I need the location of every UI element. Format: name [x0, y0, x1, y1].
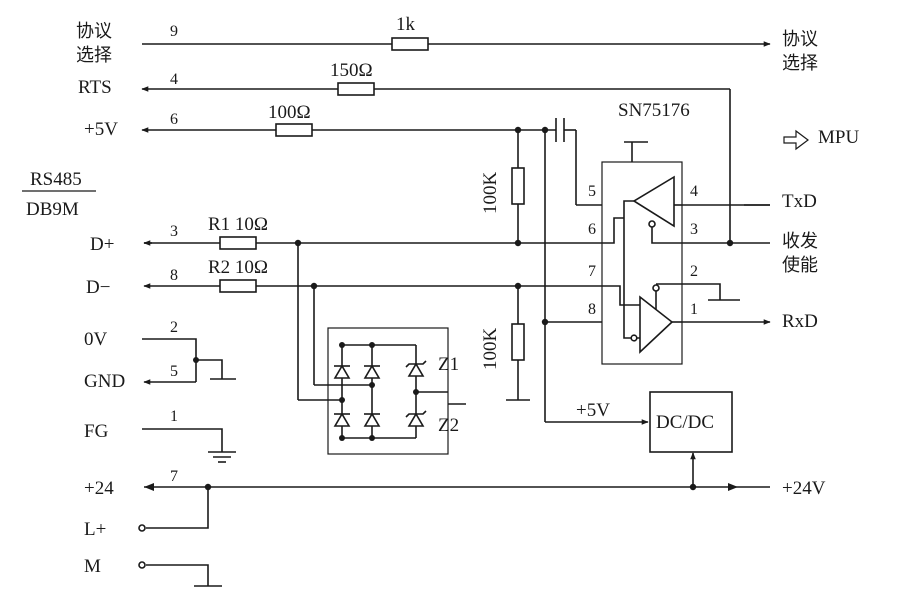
bridge-node-tl — [339, 342, 345, 348]
rs485-label: RS485 — [30, 169, 82, 190]
resistor-100k-bottom-label: 100K — [480, 328, 501, 371]
chip-pin-6-number: 6 — [588, 221, 596, 238]
plus24v-arrow-in — [728, 483, 738, 491]
pin-4-number: 4 — [170, 71, 178, 88]
zener-diode-z2-icon — [405, 410, 427, 427]
dcdc-converter-box — [649, 391, 733, 453]
m-terminal — [138, 561, 146, 569]
d-plus-label: D+ — [90, 234, 114, 255]
pin-7-number: 7 — [170, 468, 178, 485]
chip-pin-8-number: 8 — [588, 301, 596, 318]
pin6-to-driver — [602, 217, 624, 244]
pin-9-number: 9 — [170, 23, 178, 40]
plus24-label: +24 — [84, 478, 114, 499]
db9m-label: DB9M — [26, 199, 79, 220]
plus24v-label: +24V — [782, 478, 826, 499]
resistor-r1-label: R1 10Ω — [208, 214, 268, 235]
chip-pin2-wire — [656, 283, 721, 300]
txd-label: TxD — [782, 191, 817, 212]
bridge-node-left-input — [339, 397, 345, 403]
pin-3-number: 3 — [170, 223, 178, 240]
chip-pin-5-number: 5 — [588, 183, 596, 200]
plus5v-label: +5V — [84, 119, 118, 140]
pin-6-number: 6 — [170, 111, 178, 128]
l-plus-wire — [146, 487, 209, 529]
protocol-select-label-left-2: 选择 — [76, 45, 112, 66]
zero-v-label: 0V — [84, 329, 108, 350]
driver-out-a — [623, 200, 634, 230]
chip-label: SN75176 — [618, 100, 690, 121]
pin-1-number: 1 — [170, 408, 178, 425]
chip-pin-3-number: 3 — [690, 221, 698, 238]
m-label: M — [84, 556, 101, 577]
tx-enable-label-2: 使能 — [782, 255, 818, 276]
driver-enable-wire — [651, 227, 682, 244]
chip-pin-2-number: 2 — [690, 263, 698, 280]
pin-8-number: 8 — [170, 267, 178, 284]
bridge-diode-3-icon — [333, 412, 351, 427]
receiver-inv-bubble — [630, 334, 638, 342]
chip-pin-1-number: 1 — [690, 301, 698, 318]
protocol-select-label-right-2: 选择 — [782, 53, 818, 74]
fg-wire — [142, 428, 223, 452]
zener-diode-z1-icon — [405, 360, 427, 377]
l-plus-label: L+ — [84, 519, 106, 540]
resistor-150-label: 150Ω — [330, 60, 373, 81]
gnd-label: GND — [84, 371, 125, 392]
bridge-diode-4-icon — [363, 412, 381, 427]
bridge-diode-1-icon — [333, 364, 351, 379]
chip-pin-7-number: 7 — [588, 263, 596, 280]
driver-buffer-icon — [632, 175, 675, 228]
rts-label: RTS — [78, 77, 112, 98]
resistor-150-ohm — [337, 82, 375, 96]
chip-pin-4-number: 4 — [690, 183, 698, 200]
zero-v-ground-wire — [196, 359, 223, 379]
d-minus-label: D− — [86, 277, 110, 298]
z1-label: Z1 — [438, 354, 459, 375]
resistor-100-ohm — [275, 123, 313, 137]
resistor-100k-top-label: 100K — [480, 172, 501, 215]
resistor-r2-label: R2 10Ω — [208, 257, 268, 278]
bridge-node-mid-input — [369, 382, 375, 388]
earth-ground-icon — [208, 451, 236, 463]
bridge-node-bm — [369, 435, 375, 441]
pin-2-number: 2 — [170, 319, 178, 336]
plus5v-dcdc-label: +5V — [576, 400, 610, 421]
mpu-label: MPU — [818, 127, 859, 148]
resistor-1k — [391, 37, 429, 51]
junction-rts-enable — [726, 239, 734, 247]
mpu-arrow-icon — [783, 129, 809, 151]
resistor-r1 — [219, 236, 257, 250]
resistor-100k-top — [511, 167, 525, 205]
receiver-enable-bubble — [652, 284, 660, 292]
dcdc-label: DC/DC — [656, 412, 714, 433]
receiver-b-input — [623, 230, 640, 339]
sn75176-chip-body — [601, 161, 683, 365]
resistor-1k-label: 1k — [396, 14, 416, 35]
driver-enable-bubble — [648, 220, 656, 228]
junction-d-plus-100k — [514, 239, 522, 247]
resistor-r2 — [219, 279, 257, 293]
protocol-select-label-left-1: 协议 — [76, 21, 112, 42]
resistor-100-label: 100Ω — [268, 102, 311, 123]
tx-enable-label-1: 收发 — [782, 231, 818, 252]
pin7-to-receiver — [602, 285, 640, 306]
rxd-label: RxD — [782, 311, 818, 332]
m-wire — [146, 564, 209, 586]
pin-5-number: 5 — [170, 363, 178, 380]
resistor-100k-bottom — [511, 323, 525, 361]
receiver-buffer-icon — [639, 295, 674, 354]
fg-label: FG — [84, 421, 109, 442]
protection-module-box — [327, 327, 449, 455]
z2-label: Z2 — [438, 415, 459, 436]
bridge-node-bl — [339, 435, 345, 441]
bridge-diode-2-icon — [363, 364, 381, 379]
l-plus-terminal — [138, 524, 146, 532]
zero-v-wire — [142, 338, 197, 382]
plus24-arrow-left — [144, 483, 154, 491]
bridge-node-tm — [369, 342, 375, 348]
protocol-select-label-right-1: 协议 — [782, 29, 818, 50]
